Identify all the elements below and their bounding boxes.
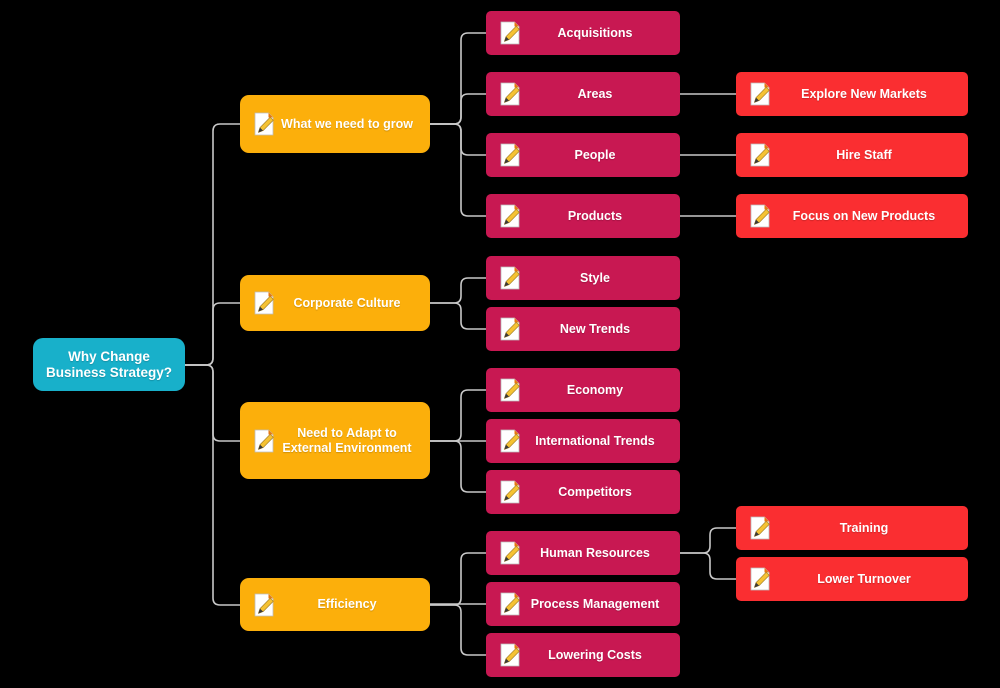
note-pencil-icon — [254, 593, 274, 617]
mindmap-node-l2-process[interactable]: Process Management — [486, 582, 680, 626]
note-pencil-icon — [500, 378, 520, 402]
note-pencil-icon — [750, 567, 770, 591]
node-label: Process Management — [530, 596, 660, 611]
note-pencil-icon — [500, 643, 520, 667]
mindmap-node-l3-turnover[interactable]: Lower Turnover — [736, 557, 968, 601]
mindmap-node-l2-economy[interactable]: Economy — [486, 368, 680, 412]
mindmap-node-l2-people[interactable]: People — [486, 133, 680, 177]
mindmap-node-l3-training[interactable]: Training — [736, 506, 968, 550]
connector-root-l1-culture — [185, 302, 240, 366]
note-pencil-icon — [500, 541, 520, 565]
mindmap-node-l2-style[interactable]: Style — [486, 256, 680, 300]
note-pencil-icon — [750, 143, 770, 167]
node-label: People — [574, 147, 616, 162]
node-label: International Trends — [535, 433, 655, 448]
connector-l1-grow-l2-people — [430, 123, 486, 156]
connector-l1-efficiency-l2-hr — [430, 552, 486, 606]
connector-l2-hr-l3-training — [680, 527, 736, 554]
node-label: Products — [567, 208, 623, 223]
connector-l2-hr-l3-turnover — [680, 552, 736, 580]
node-label: Style — [580, 270, 610, 285]
note-pencil-icon — [500, 82, 520, 106]
note-pencil-icon — [500, 204, 520, 228]
node-label: Training — [839, 520, 889, 535]
node-label: Hire Staff — [836, 147, 892, 162]
connector-l1-grow-l2-products — [430, 123, 486, 217]
mindmap-node-l1-external[interactable]: Need to Adapt to External Environment — [240, 402, 430, 479]
note-pencil-icon — [254, 429, 274, 453]
mindmap-node-l2-products[interactable]: Products — [486, 194, 680, 238]
connector-l1-efficiency-l2-costs — [430, 604, 486, 656]
connector-l1-culture-l2-style — [430, 277, 486, 304]
connector-l1-culture-l2-newtrends — [430, 302, 486, 330]
mindmap-node-l1-efficiency[interactable]: Efficiency — [240, 578, 430, 631]
note-pencil-icon — [750, 82, 770, 106]
connector-l1-external-l2-economy — [430, 389, 486, 442]
connector-l1-external-l2-competitors — [430, 440, 486, 493]
connector-root-l1-external — [185, 364, 240, 442]
node-label: Need to Adapt to External Environment — [282, 425, 412, 455]
connector-l1-grow-l2-acquisitions — [430, 32, 486, 125]
node-label: What we need to grow — [281, 116, 413, 131]
connector-root-l1-grow — [185, 123, 240, 366]
note-pencil-icon — [500, 317, 520, 341]
node-label: Lower Turnover — [817, 571, 911, 586]
mindmap-node-l2-costs[interactable]: Lowering Costs — [486, 633, 680, 677]
note-pencil-icon — [500, 480, 520, 504]
mindmap-node-l2-newtrends[interactable]: New Trends — [486, 307, 680, 351]
node-label: Acquisitions — [557, 25, 633, 40]
mindmap-node-l1-grow[interactable]: What we need to grow — [240, 95, 430, 153]
mindmap-node-l2-international[interactable]: International Trends — [486, 419, 680, 463]
node-label: Explore New Markets — [801, 86, 927, 101]
mindmap-node-l3-focus[interactable]: Focus on New Products — [736, 194, 968, 238]
mindmap-node-l3-hire[interactable]: Hire Staff — [736, 133, 968, 177]
node-label: Competitors — [558, 484, 632, 499]
node-label: Why Change Business Strategy? — [45, 348, 173, 380]
mindmap-node-l2-hr[interactable]: Human Resources — [486, 531, 680, 575]
mindmap-node-l2-acquisitions[interactable]: Acquisitions — [486, 11, 680, 55]
node-label: Efficiency — [317, 597, 377, 612]
mindmap-node-root[interactable]: Why Change Business Strategy? — [33, 338, 185, 391]
note-pencil-icon — [750, 204, 770, 228]
note-pencil-icon — [500, 266, 520, 290]
note-pencil-icon — [500, 592, 520, 616]
node-label: Corporate Culture — [293, 295, 401, 310]
mindmap-node-l1-culture[interactable]: Corporate Culture — [240, 275, 430, 331]
mindmap-node-l2-areas[interactable]: Areas — [486, 72, 680, 116]
connector-root-l1-efficiency — [185, 364, 240, 606]
node-label: New Trends — [559, 321, 631, 336]
mindmap-node-l2-competitors[interactable]: Competitors — [486, 470, 680, 514]
note-pencil-icon — [500, 429, 520, 453]
node-label: Areas — [577, 86, 613, 101]
note-pencil-icon — [254, 112, 274, 136]
note-pencil-icon — [750, 516, 770, 540]
note-pencil-icon — [254, 291, 274, 315]
node-label: Human Resources — [540, 545, 650, 560]
connector-l1-grow-l2-areas — [430, 93, 486, 125]
node-label: Economy — [566, 382, 624, 397]
node-label: Focus on New Products — [792, 208, 936, 223]
note-pencil-icon — [500, 21, 520, 45]
note-pencil-icon — [500, 143, 520, 167]
mindmap-node-l3-markets[interactable]: Explore New Markets — [736, 72, 968, 116]
node-label: Lowering Costs — [548, 647, 642, 662]
